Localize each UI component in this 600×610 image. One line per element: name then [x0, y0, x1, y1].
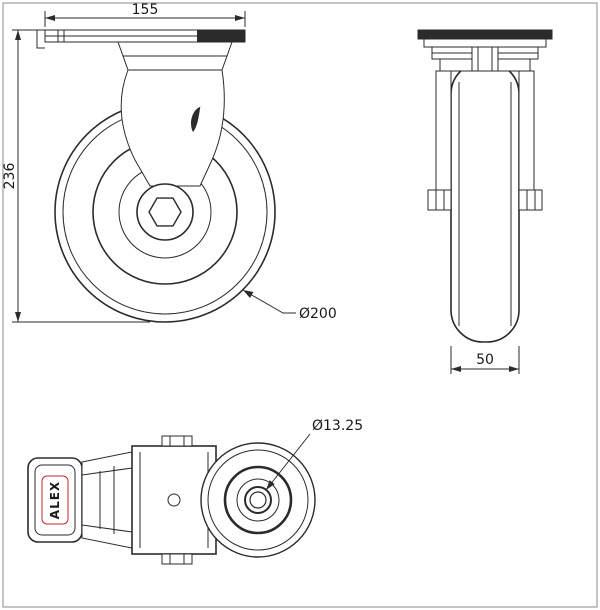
- arrowhead: [243, 290, 254, 298]
- top-plate: [36, 29, 246, 49]
- side-wheel: [450, 61, 520, 343]
- arrowhead: [266, 480, 275, 490]
- axle-hub: [136, 183, 194, 241]
- dim-overall-height-group: 236: [2, 29, 150, 323]
- axle-nut-left: [427, 189, 452, 211]
- plate-section-fill: [197, 30, 245, 42]
- brand-label: ALEX: [48, 481, 62, 519]
- hex-nut: [148, 197, 182, 227]
- pedal-arm: [81, 451, 133, 549]
- dim-bolt-hole-group: Ø13.25: [265, 418, 363, 491]
- top-bolt: [161, 435, 193, 447]
- dim-overall-height: 236: [2, 163, 18, 190]
- arrowhead: [15, 312, 21, 322]
- arrowhead: [235, 15, 245, 21]
- plate-left-flange: [36, 29, 45, 49]
- bolt-hole: [249, 491, 267, 509]
- dim-bolt-hole-diameter: Ø13.25: [312, 418, 363, 434]
- dim-wheel-width: 50: [476, 352, 494, 368]
- dim-wheel-diameter: Ø200: [299, 306, 337, 322]
- arrowhead: [451, 366, 461, 372]
- arrowhead: [15, 30, 21, 40]
- dim-plate-width: 155: [132, 2, 159, 18]
- axle-nut-right: [518, 189, 543, 211]
- swivel-fork: [117, 41, 233, 187]
- side-swivel-head: [417, 29, 553, 72]
- brand-swoosh-logo: [191, 106, 201, 132]
- arrowhead: [509, 366, 519, 372]
- bottom-bolt: [161, 553, 193, 565]
- plan-view: ALEX: [27, 418, 363, 565]
- side-plate-section-fill: [417, 29, 553, 40]
- front-view: 155 236 Ø200: [2, 2, 337, 323]
- dim-wheel-diameter-group: Ø200: [242, 289, 337, 322]
- side-view: 50: [417, 29, 553, 374]
- arrowhead: [45, 15, 55, 21]
- brand-plate: [41, 475, 69, 525]
- swivel-raceway: [200, 442, 316, 558]
- side-fork-legs: [427, 70, 543, 211]
- dim-wheel-width-group: 50: [450, 346, 520, 374]
- brake-pedal: ALEX: [27, 457, 83, 543]
- dim-plate-width-group: 155: [44, 2, 246, 27]
- housing-center-hole: [167, 493, 181, 507]
